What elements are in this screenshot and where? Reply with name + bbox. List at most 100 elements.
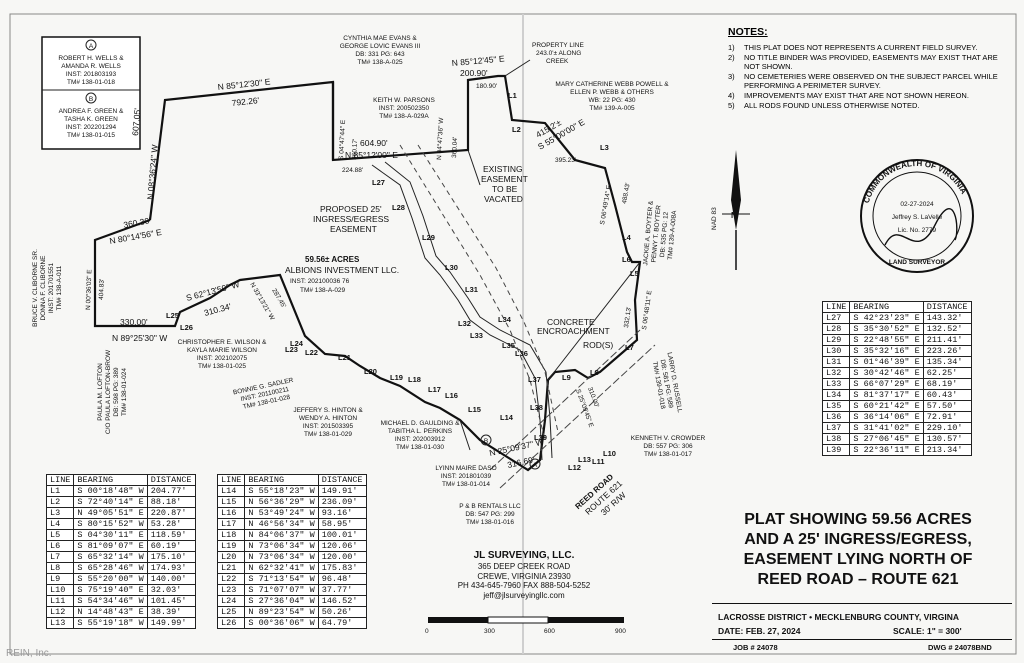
segment-label: L31 xyxy=(465,285,478,294)
bearing-cell: S 81°37'17" E xyxy=(849,389,924,401)
line-cell: L3 xyxy=(45,507,75,519)
line-cell: L12 xyxy=(45,606,75,618)
distance-cell: 57.50' xyxy=(922,400,972,412)
table-header-row: LINE BEARING DISTANCE xyxy=(45,474,196,486)
bearing-cell: S 01°46'39" E xyxy=(849,356,924,368)
easement-label: PROPOSED 25' xyxy=(320,204,382,214)
distance-cell: 62.25' xyxy=(922,367,972,379)
notes-title: NOTES: xyxy=(728,26,768,38)
bearing-cell: S 71°07'07" W xyxy=(244,584,319,596)
adjoiner-line xyxy=(547,261,641,381)
date-label: DATE: FEB. 27, 2024 xyxy=(718,626,801,636)
existing-easement xyxy=(417,144,559,433)
signature-icon xyxy=(884,208,958,246)
concrete-label: ENCROACHMENT xyxy=(537,326,610,336)
segment-label: L7 xyxy=(625,343,634,352)
parcel-owner: ALBIONS INVESTMENT LLC. xyxy=(285,265,399,275)
mark-b-circle xyxy=(480,434,492,446)
adjoiner-line-text: DB: 598 PG: 389 xyxy=(113,367,120,417)
adjoiner-line-text: DONNA F. CLIBORNE xyxy=(40,255,47,321)
adjoiner-line-text: INST: 201503395 xyxy=(303,423,354,430)
distance-cell: 132.52' xyxy=(922,323,972,335)
owner-b-line: ANDREA F. GREEN & xyxy=(59,108,124,115)
line-cell: L18 xyxy=(216,529,246,541)
call-bearing: S 06°48'11" E xyxy=(640,289,654,330)
distance-cell: 229.10' xyxy=(922,422,972,434)
distance-cell: 72.91' xyxy=(922,411,972,423)
segment-label: L18 xyxy=(408,375,421,384)
bearing-cell: S 31°41'02" E xyxy=(849,422,924,434)
north-arrow: N NAD 83 xyxy=(711,150,750,270)
segment-label: L21 xyxy=(338,353,351,362)
scale-label: SCALE: 1" = 300' xyxy=(893,626,962,636)
line-cell: L39 xyxy=(821,444,851,456)
road-label: REED ROAD ROUTE 621 30' R/W xyxy=(573,472,627,517)
adjoiner-russell: LARRY D. RUSSELL DB: 581 PG: 589 TM# 139… xyxy=(651,352,683,414)
adjoiner-line-text: MICHAEL D. GAULDING & xyxy=(381,420,461,427)
line-cell: L4 xyxy=(45,518,75,530)
scale-bar: 0 300 600 900 xyxy=(425,616,626,635)
scale-tick: 300 xyxy=(484,628,495,635)
segment-label: L11 xyxy=(592,457,605,466)
rods-label: ROD(S) xyxy=(583,340,613,350)
segment-label: L38 xyxy=(530,403,543,412)
segment-label: L15 xyxy=(468,405,481,414)
adjoiner-line-text: TM# 138-01-024 xyxy=(121,368,128,416)
distance-cell: 32.03' xyxy=(146,584,196,596)
adjoiner-line-text: TM# 138-01-014 xyxy=(442,481,490,488)
call-distance: 792.26' xyxy=(231,95,260,108)
segment-label: L16 xyxy=(445,391,458,400)
adjoiner-line-text: CREEK xyxy=(546,58,569,65)
owner-a-line: AMANDA R. WELLS xyxy=(61,63,121,70)
distance-cell: 100.01' xyxy=(317,529,367,541)
distance-cell: 101.45' xyxy=(146,595,196,607)
segment-label: L9 xyxy=(562,373,571,382)
existing-easement xyxy=(399,144,546,441)
adjoiner-line-text: PROPERTY LINE xyxy=(532,42,584,49)
seal-date: 02-27-2024 xyxy=(900,201,934,208)
bearing-cell: S 71°13'54" W xyxy=(244,573,319,585)
bearing-cell: S 65°32'14" W xyxy=(73,551,148,563)
adjoiner-line-text: TM# 139-A-008A xyxy=(667,210,678,261)
scale-block xyxy=(487,616,549,624)
segment-label: L30 xyxy=(445,263,458,272)
line-cell: L30 xyxy=(821,345,851,357)
adjoiner-line-text: TM# 139-A-005 xyxy=(589,105,635,112)
notes-list: 1)THIS PLAT DOES NOT REPRESENTS A CURREN… xyxy=(728,43,1010,110)
seal-name: Jeffrey S. LaVelle xyxy=(892,214,943,221)
plat-title-line: AND A 25' INGRESS/EGRESS, xyxy=(744,531,972,548)
note-text: ALL RODS FOUND UNLESS OTHERWISE NOTED. xyxy=(744,101,920,110)
road-rw-line xyxy=(489,329,641,471)
easement-label: INGRESS/EGRESS xyxy=(313,214,389,224)
line-cell: L14 xyxy=(216,485,246,497)
line-cell: L28 xyxy=(821,323,851,335)
segment-label: L28 xyxy=(392,203,405,212)
surveyor-email[interactable]: jeff@jlsurveyingllc.com xyxy=(483,590,565,600)
bearing-cell: N 46°56'34" W xyxy=(244,518,319,530)
distance-cell: 204.77' xyxy=(146,485,196,497)
adjoiner-parsons: KEITH W. PARSONS INST: 200502350 TM# 138… xyxy=(373,97,435,120)
bearing-cell: N 53°49'24" W xyxy=(244,507,319,519)
adjoiner-line-text: INST: 202102075 xyxy=(197,355,248,362)
plat-title-line: PLAT SHOWING 59.56 ACRES xyxy=(744,511,972,528)
line-cell: L16 xyxy=(216,507,246,519)
owner-b-line: TASHA K. GREEN xyxy=(64,116,118,123)
segment-label: L13 xyxy=(578,455,591,464)
scale-tick: 600 xyxy=(544,628,555,635)
scale-tick: 900 xyxy=(615,628,626,635)
bearing-cell: S 04°30'11" E xyxy=(73,529,148,541)
line-cell: L27 xyxy=(821,312,851,324)
bearing-cell: N 84°06'37" W xyxy=(244,529,319,541)
